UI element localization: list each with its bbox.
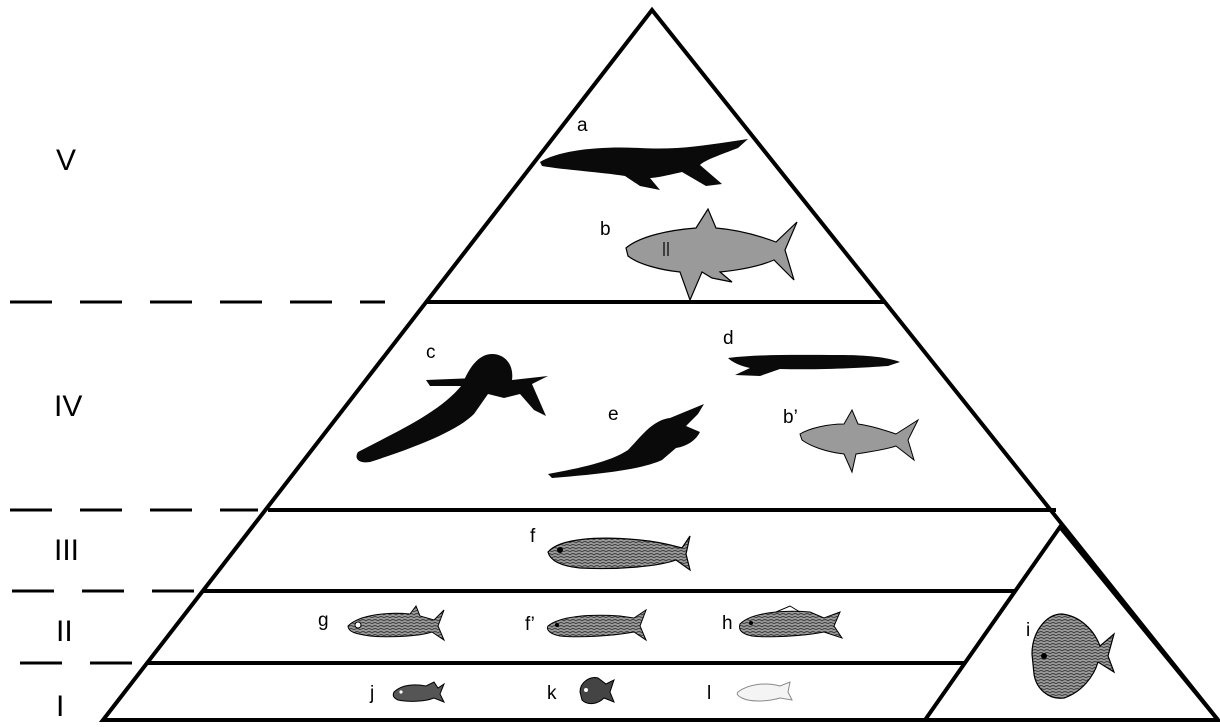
fish-f-prime [548,610,647,640]
animal-label-b-prime: b’ [783,407,798,428]
fish-h [740,606,843,638]
level-label-iii: III [54,534,79,567]
animal-label-e: e [608,404,619,425]
animal-label-d: d [723,328,734,349]
level-label-iv: IV [54,390,82,423]
animal-label-l: l [707,683,711,704]
plesiosaur-silhouette-c [357,354,549,462]
shark-silhouette-b [626,209,797,300]
fish-l [737,682,792,701]
pliosaur-silhouette-a [540,139,748,190]
animal-label-f: f [530,526,536,547]
animal-label-i: i [1026,620,1030,641]
level-label-i: I [56,690,64,722]
animal-label-c: c [426,342,436,363]
fish-i [1032,614,1114,698]
fish-k [580,678,614,704]
level-label-ii: II [56,615,73,648]
animal-label-a: a [577,115,588,136]
shark-silhouette-b-prime [800,410,918,472]
elongated-silhouette-d [728,355,900,376]
pyramid-outline [103,10,1218,720]
fish-j [393,682,444,702]
animal-label-j: j [369,683,374,704]
animal-label-b: b [600,219,611,240]
fish-f [548,536,690,570]
plesiosaur-silhouette-e [548,404,704,478]
animal-label-h: h [722,613,733,634]
fish-g [348,606,444,640]
animal-label-f-prime: f’ [525,614,535,635]
level-label-v: V [56,144,76,177]
animal-label-k: k [547,683,557,704]
animal-label-g: g [318,610,329,631]
